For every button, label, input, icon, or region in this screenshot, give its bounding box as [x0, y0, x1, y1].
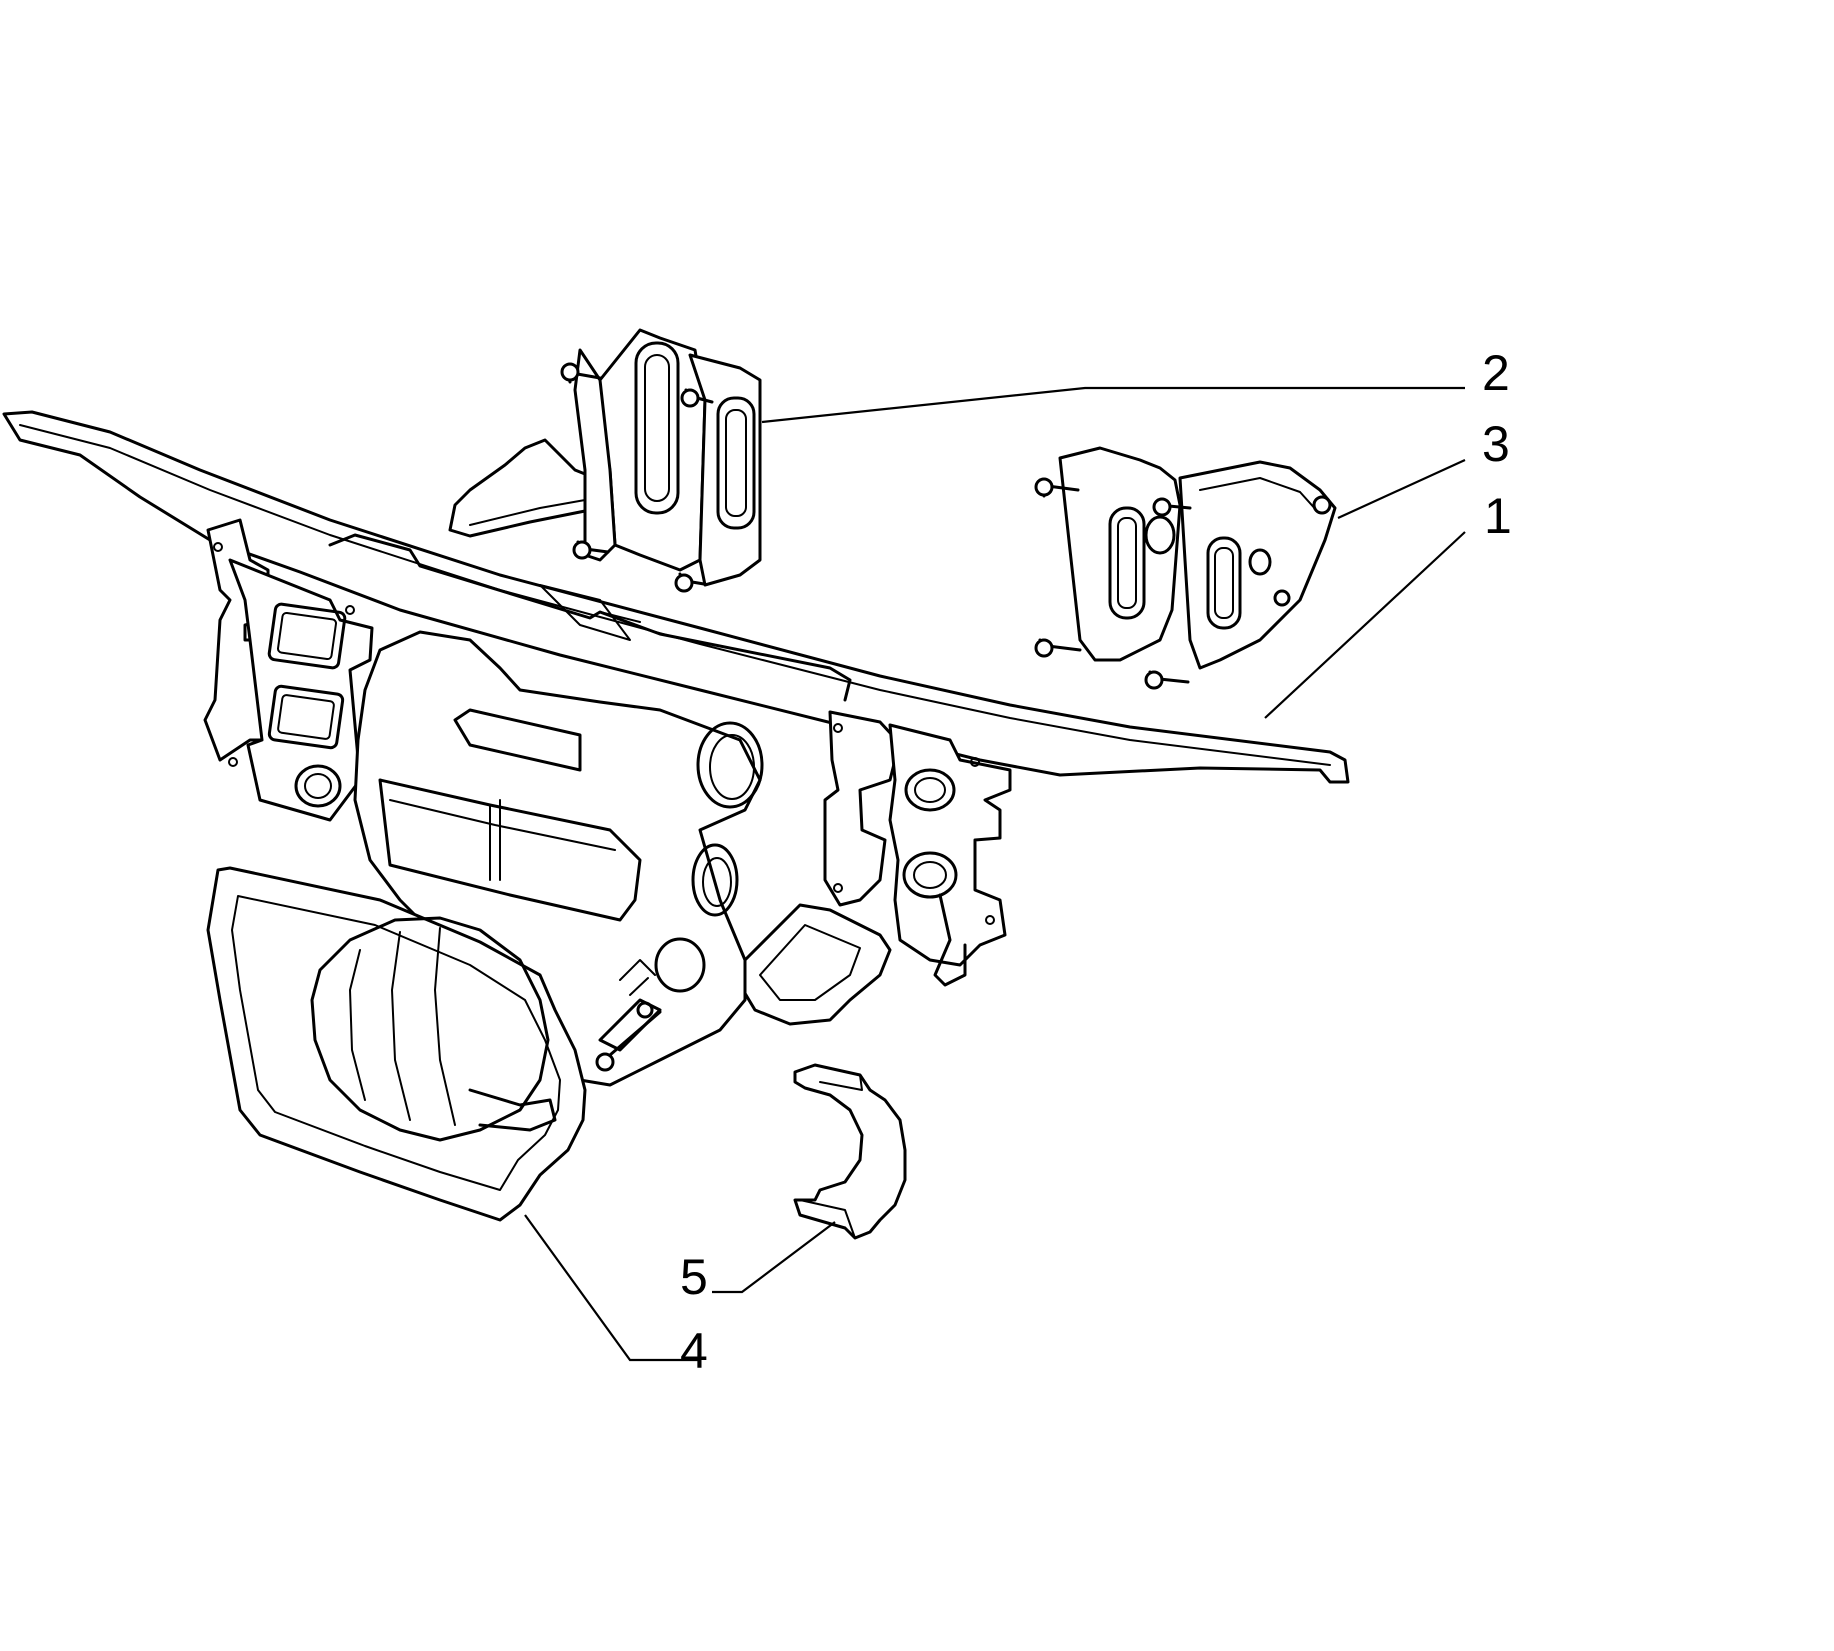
- part-3-right-bracket: [1034, 446, 1337, 690]
- part-4-gasket-fan-plate: [206, 866, 587, 1222]
- callout-1: 1: [1484, 488, 1512, 544]
- leader-line-3: [1337, 458, 1466, 520]
- leader-line-2: [761, 386, 1465, 424]
- callout-labels: 2 3 1 5 4: [680, 345, 1512, 1379]
- callout-2: 2: [1482, 345, 1510, 401]
- part-1-front-crossmember: [2, 410, 1350, 1026]
- part-2-left-bracket: [448, 328, 762, 593]
- leader-line-4: [524, 1214, 700, 1362]
- callout-3: 3: [1482, 416, 1510, 472]
- callout-4: 4: [680, 1323, 708, 1379]
- callout-5: 5: [680, 1249, 708, 1305]
- heater-blower-housing: [353, 630, 764, 1087]
- leader-lines: [524, 386, 1466, 1362]
- part-5-clip: [793, 1063, 907, 1240]
- leader-line-5: [712, 1221, 836, 1294]
- leader-line-1: [1264, 531, 1466, 719]
